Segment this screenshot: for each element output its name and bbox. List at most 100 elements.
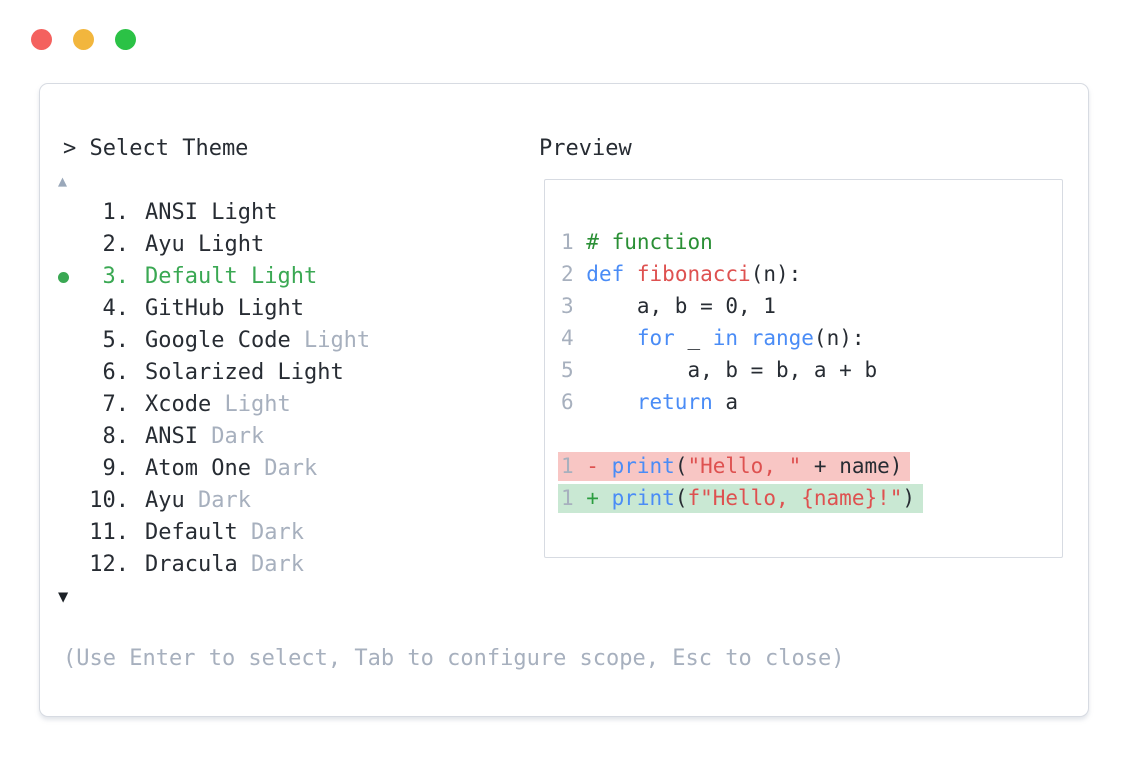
code-token: ) bbox=[902, 486, 916, 510]
code-token: range bbox=[750, 326, 814, 350]
line-number: 1 bbox=[561, 454, 587, 478]
theme-variant: Light bbox=[237, 264, 318, 289]
theme-variant: Dark bbox=[237, 520, 304, 545]
theme-variant: Light bbox=[224, 296, 304, 321]
code-line: 2 def fibonacci(n): bbox=[561, 258, 1062, 290]
theme-list-item[interactable]: 5. Google Code Light bbox=[57, 325, 371, 357]
theme-list-item[interactable]: 2. Ayu Light bbox=[57, 229, 370, 261]
theme-variant: Dark bbox=[250, 456, 318, 481]
theme-number: 1. bbox=[102, 200, 130, 225]
minimize-button[interactable] bbox=[73, 29, 94, 50]
theme-variant: Light bbox=[211, 392, 291, 417]
code-line: 5 a, b = b, a + b bbox=[561, 354, 1062, 386]
theme-variant: Light bbox=[290, 328, 371, 353]
code-token: "Hello, " bbox=[687, 454, 802, 478]
code-token: def bbox=[586, 262, 625, 286]
code-token: - bbox=[586, 454, 612, 478]
maximize-button[interactable] bbox=[115, 29, 136, 50]
selected-indicator bbox=[57, 271, 87, 283]
theme-number: 8. bbox=[102, 424, 130, 449]
theme-list-item[interactable]: 1. ANSI Light bbox=[57, 197, 370, 229]
theme-list-item[interactable]: 4. GitHub Light bbox=[57, 293, 370, 325]
selected-bullet-icon bbox=[58, 271, 69, 283]
theme-number: 5. bbox=[102, 328, 130, 353]
line-number: 5 bbox=[561, 358, 587, 382]
theme-list: ▲ 1. ANSI Light 2. Ayu Light 3. Default Light… bbox=[57, 165, 370, 613]
scroll-down-indicator[interactable]: ▼ bbox=[57, 581, 370, 613]
theme-name: Atom One Dark bbox=[145, 456, 318, 481]
theme-variant: Dark bbox=[184, 488, 251, 513]
diff-highlight: 1 - print("Hello, " + name) bbox=[558, 452, 911, 481]
code-token: f"Hello, {name}!" bbox=[687, 486, 903, 510]
theme-list-item[interactable]: 11. Default Dark bbox=[57, 517, 370, 549]
theme-list-item[interactable]: 3. Default Light bbox=[57, 261, 370, 293]
close-button[interactable] bbox=[31, 29, 52, 50]
theme-name: Default Light bbox=[145, 264, 318, 289]
theme-number: 11. bbox=[89, 520, 129, 545]
line-number: 4 bbox=[561, 326, 587, 350]
code-token: ( bbox=[674, 486, 688, 510]
theme-variant: Light bbox=[197, 200, 278, 225]
code-token bbox=[624, 262, 637, 286]
theme-name: Ayu Light bbox=[145, 232, 265, 257]
code-token: + name) bbox=[801, 454, 903, 478]
theme-number: 12. bbox=[89, 552, 129, 577]
theme-name: Google Code Light bbox=[145, 328, 371, 353]
diff-line-removed: 1 - print("Hello, " + name) bbox=[558, 450, 1062, 482]
code-token bbox=[738, 326, 751, 350]
code-token: print bbox=[611, 454, 675, 478]
theme-list-item[interactable]: 6.Solarized Light bbox=[57, 357, 370, 389]
theme-name: GitHub Light bbox=[145, 296, 304, 321]
code-token: a, b = b, a + b bbox=[586, 358, 878, 382]
theme-number: 2. bbox=[102, 232, 130, 257]
prompt-title: > Select Theme bbox=[63, 136, 249, 161]
code-line: 1 # function bbox=[561, 226, 1062, 258]
line-number: 2 bbox=[561, 262, 587, 286]
theme-name: Dracula Dark bbox=[145, 552, 304, 577]
code-token: + bbox=[586, 486, 612, 510]
theme-number: 4. bbox=[102, 296, 130, 321]
help-text: (Use Enter to select, Tab to configure s… bbox=[63, 646, 845, 671]
scroll-up-indicator[interactable]: ▲ bbox=[57, 165, 370, 197]
theme-variant: Dark bbox=[197, 424, 265, 449]
code-token: # function bbox=[586, 230, 713, 254]
theme-items-container: 1. ANSI Light 2. Ayu Light 3. Default Light 4.… bbox=[57, 197, 370, 581]
theme-number: 7. bbox=[102, 392, 130, 417]
code-line: 4 for _ in range(n): bbox=[561, 322, 1062, 354]
line-number: 6 bbox=[561, 390, 587, 414]
line-number: 3 bbox=[561, 294, 587, 318]
theme-list-item[interactable]: 7. Xcode Light bbox=[57, 389, 370, 421]
theme-name: Solarized Light bbox=[145, 360, 344, 385]
code-gap bbox=[561, 418, 1062, 450]
code-token: for bbox=[636, 326, 675, 350]
code-token bbox=[586, 326, 637, 350]
theme-name: Ayu Dark bbox=[145, 488, 251, 513]
diff-highlight: 1 + print(f"Hello, {name}!") bbox=[558, 484, 924, 513]
theme-number: 3. bbox=[102, 264, 130, 289]
theme-list-item[interactable]: 8. ANSI Dark bbox=[57, 421, 370, 453]
theme-list-item[interactable]: 12. Dracula Dark bbox=[57, 549, 370, 581]
theme-number: 10. bbox=[89, 488, 129, 513]
code-token: a, b = 0, 1 bbox=[586, 294, 776, 318]
theme-variant: Light bbox=[184, 232, 265, 257]
theme-name: ANSI Light bbox=[145, 200, 278, 225]
code-token: (n): bbox=[750, 262, 802, 286]
code-token: _ bbox=[674, 326, 713, 350]
code-line: 6 return a bbox=[561, 386, 1062, 418]
theme-number: 9. bbox=[102, 456, 130, 481]
theme-name: ANSI Dark bbox=[145, 424, 265, 449]
code-token: in bbox=[712, 326, 739, 350]
preview-label: Preview bbox=[539, 136, 632, 161]
theme-selector-dialog: > Select Theme Preview ▲ 1. ANSI Light 2. A… bbox=[39, 83, 1089, 717]
theme-name: Default Dark bbox=[145, 520, 304, 545]
theme-list-item[interactable]: 9. Atom One Dark bbox=[57, 453, 370, 485]
window-controls bbox=[31, 29, 136, 50]
code-token bbox=[586, 390, 637, 414]
code-token: fibonacci bbox=[636, 262, 751, 286]
line-number: 1 bbox=[561, 230, 587, 254]
scroll-up-icon: ▲ bbox=[58, 172, 68, 190]
theme-list-item[interactable]: 10. Ayu Dark bbox=[57, 485, 370, 517]
theme-name: Xcode Light bbox=[145, 392, 291, 417]
